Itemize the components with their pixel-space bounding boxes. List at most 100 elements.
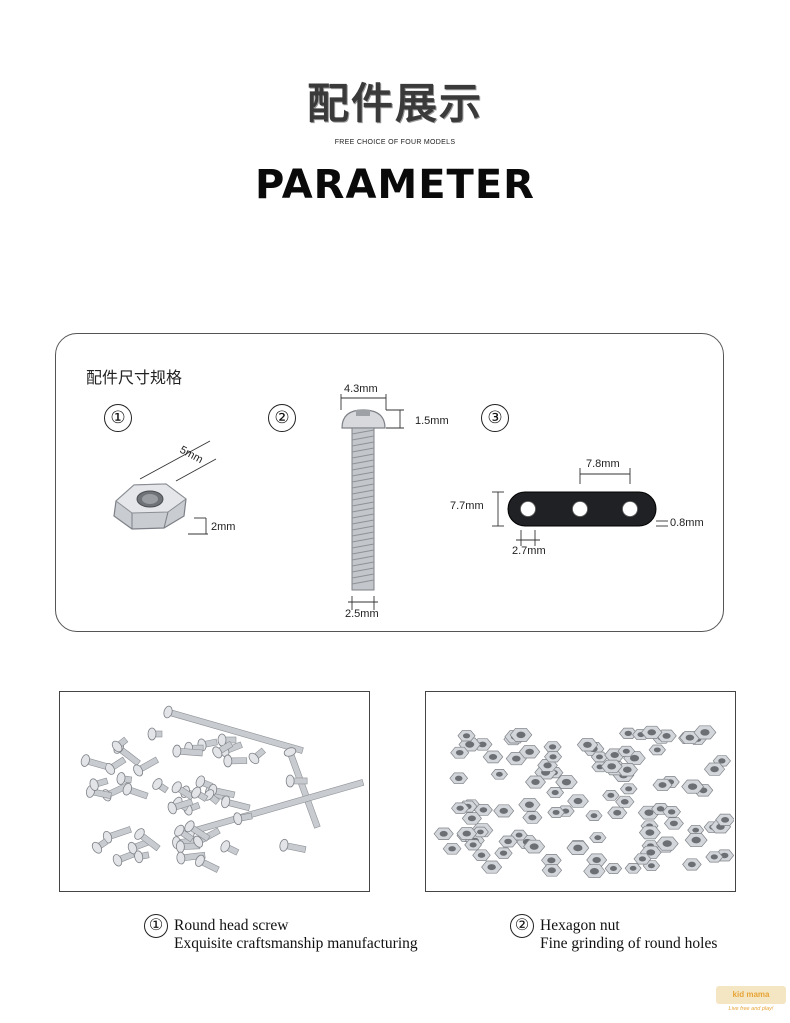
nuts-photo-art: [433, 725, 734, 879]
hex-nut: [509, 727, 533, 742]
screw: [233, 812, 253, 826]
hex-nut: [567, 794, 589, 808]
hex-nut: [715, 813, 734, 826]
hex-nut: [494, 847, 513, 859]
screw: [104, 756, 127, 775]
hex-nut: [607, 806, 628, 819]
hex-nut: [663, 817, 684, 830]
screw: [91, 838, 109, 854]
bracket-thickness-label: 0.8mm: [670, 517, 704, 529]
hex-nut: [482, 750, 504, 764]
hex-nut: [703, 762, 726, 776]
screw: [195, 854, 220, 873]
hex-nut: [544, 751, 563, 763]
bracket-hole-diameter-label: 2.7mm: [512, 545, 546, 557]
hex-nut: [600, 759, 623, 774]
hex-nut: [585, 810, 603, 821]
screw: [283, 747, 321, 829]
screw: [111, 736, 129, 753]
hex-nut: [617, 745, 636, 757]
caption-screw-desc: Exquisite craftsmanship manufacturing: [174, 935, 418, 952]
hex-nut: [639, 845, 662, 860]
hex-nut: [541, 864, 563, 877]
header-title-cn: 配件展示: [306, 79, 483, 128]
screw: [152, 778, 169, 794]
hex-nut: [586, 853, 608, 867]
caption-screw-number: ①: [144, 914, 168, 938]
screw: [212, 740, 234, 759]
hex-nut: [450, 746, 470, 759]
spec-panel: 配件尺寸规格: [55, 333, 724, 632]
screw: [89, 777, 109, 791]
hex-nut: [490, 769, 508, 780]
screw-head-height-label: 1.5mm: [415, 415, 449, 427]
screw: [285, 774, 308, 788]
hex-nut: [522, 811, 543, 824]
hex-nut: [648, 744, 666, 756]
screw-shaft-diameter-label: 2.5mm: [345, 608, 379, 620]
hex-nut: [638, 825, 661, 840]
screws-photo: [59, 691, 370, 892]
caption-nut-number: ②: [510, 914, 534, 938]
hex-nut: [652, 778, 673, 792]
hex-nut: [576, 738, 599, 752]
brand-logo: kid mama Live free and play!: [716, 966, 786, 1016]
hex-nut: [566, 840, 590, 855]
bracket-drawing: [492, 468, 668, 546]
hex-nut: [518, 797, 541, 812]
hex-nut: [473, 804, 493, 816]
screw: [85, 785, 112, 800]
spec-panel-title: 配件尺寸规格: [86, 368, 183, 387]
hex-nut: [523, 839, 546, 854]
bracket-width-label: 7.7mm: [450, 500, 484, 512]
hex-nut: [662, 806, 681, 818]
hex-nut: [687, 824, 705, 836]
hex-nut: [543, 741, 562, 753]
screw: [191, 786, 209, 802]
hex-nut: [449, 772, 469, 785]
screw: [184, 820, 211, 842]
brand-logo-text: kid mama: [716, 986, 786, 1004]
screw: [163, 705, 304, 754]
hex-nut: [493, 804, 515, 818]
hex-nut: [693, 725, 717, 740]
hex-nut: [705, 851, 724, 863]
hex-nut: [589, 832, 607, 843]
screw: [134, 850, 150, 864]
hex-nut: [464, 839, 482, 851]
item-number-3: ③: [481, 404, 509, 432]
nut-height-label: 2mm: [211, 521, 236, 533]
hex-nut: [602, 790, 620, 801]
hex-nut: [583, 864, 606, 879]
screw: [221, 795, 251, 812]
item-number-1: ①: [104, 404, 132, 432]
hex-nut: [682, 858, 702, 871]
header-subtitle: FREE CHOICE OF FOUR MODELS: [334, 139, 456, 146]
hex-nut: [619, 783, 638, 795]
screw: [174, 824, 195, 843]
hex-nut: [442, 842, 462, 855]
screw: [171, 781, 195, 801]
hex-nut: [546, 787, 565, 799]
hex-nut: [525, 775, 546, 789]
screw-head-diameter-label: 4.3mm: [344, 383, 378, 395]
hex-nut: [461, 812, 482, 825]
bracket-hole-spacing-label: 7.8mm: [586, 458, 620, 470]
hex-nut: [604, 863, 623, 874]
hex-nut: [537, 759, 558, 772]
hex-nut: [655, 836, 679, 851]
caption-nut-name: Hexagon nut: [540, 917, 620, 934]
item-number-2: ②: [268, 404, 296, 432]
screw-drawing: [340, 394, 404, 610]
nuts-photo: [425, 691, 736, 892]
screws-photo-art: [80, 705, 365, 873]
screw: [172, 744, 203, 758]
hex-nut: [633, 853, 652, 865]
spec-drawings: [113, 394, 668, 610]
hex-nut-drawing: [113, 440, 217, 535]
brand-logo-tagline: Live free and play!: [728, 1006, 774, 1012]
screw: [220, 840, 240, 856]
hex-nut: [472, 849, 491, 861]
screw: [133, 756, 160, 777]
hex-nut: [451, 802, 470, 814]
